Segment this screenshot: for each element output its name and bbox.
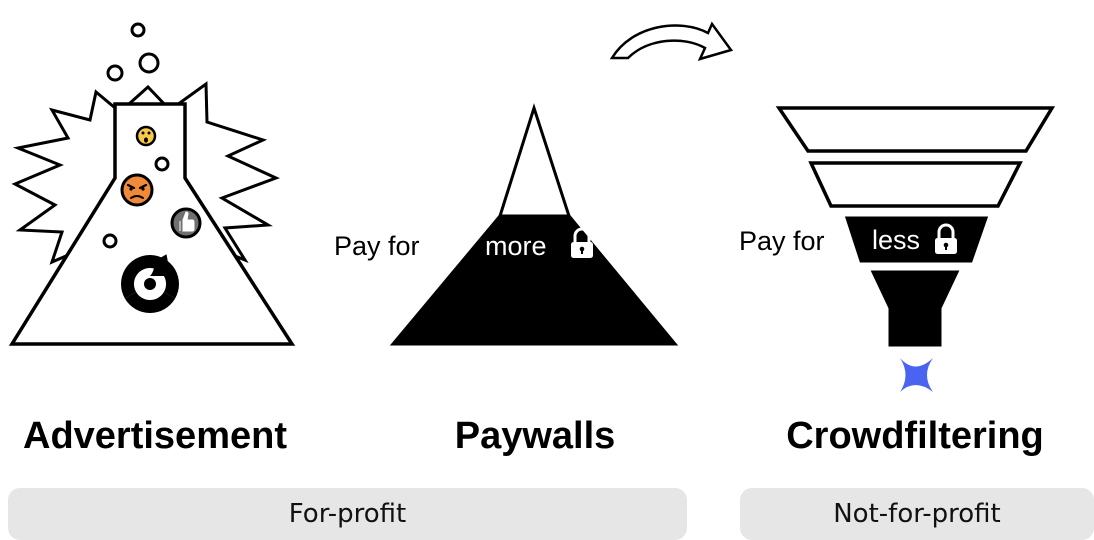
category-label-for-profit: For-profit (288, 499, 407, 529)
category-label-not-for-profit: Not-for-profit (833, 499, 1001, 529)
sparkle-icon (900, 358, 933, 392)
model-title-paywalls: Paywalls (455, 415, 616, 457)
curved-arrow-icon (609, 21, 734, 61)
model-title-crowdfiltering: Crowdfiltering (786, 415, 1044, 457)
like-thumb-icon (170, 207, 202, 239)
bubble-icon (102, 233, 118, 249)
paywalls-pay-prefix: Pay for (334, 231, 420, 261)
bubble-icon (138, 52, 160, 74)
crowdfiltering-pay-emphasis: less (872, 225, 920, 255)
category-bar-for-profit: For-profit (8, 488, 687, 540)
funnel-layer-1 (775, 106, 1056, 153)
lock-icon (935, 223, 957, 254)
wow-emoji-icon (135, 125, 157, 147)
crowdfiltering-illustration: Pay for less (739, 106, 1056, 392)
bubble-icon (154, 156, 170, 172)
paywalls-illustration: Pay for more (334, 103, 679, 346)
bubble-icon (130, 22, 146, 38)
lock-icon (571, 227, 593, 258)
angry-emoji-icon (120, 173, 154, 207)
funnel-layer-2 (808, 161, 1023, 208)
radiation-hazard-icon (121, 254, 179, 313)
bubble-icon (106, 64, 124, 82)
crowdfiltering-pay-prefix: Pay for (739, 226, 825, 256)
category-bar-not-for-profit: Not-for-profit (740, 488, 1094, 540)
paywalls-pay-emphasis: more (485, 231, 547, 261)
flask-icon (8, 102, 296, 346)
model-title-advertisement: Advertisement (23, 415, 287, 457)
pyramid-top (497, 103, 572, 218)
pyramid-base (389, 214, 679, 346)
funnel-spout (870, 270, 960, 347)
advertisement-illustration (8, 22, 296, 346)
